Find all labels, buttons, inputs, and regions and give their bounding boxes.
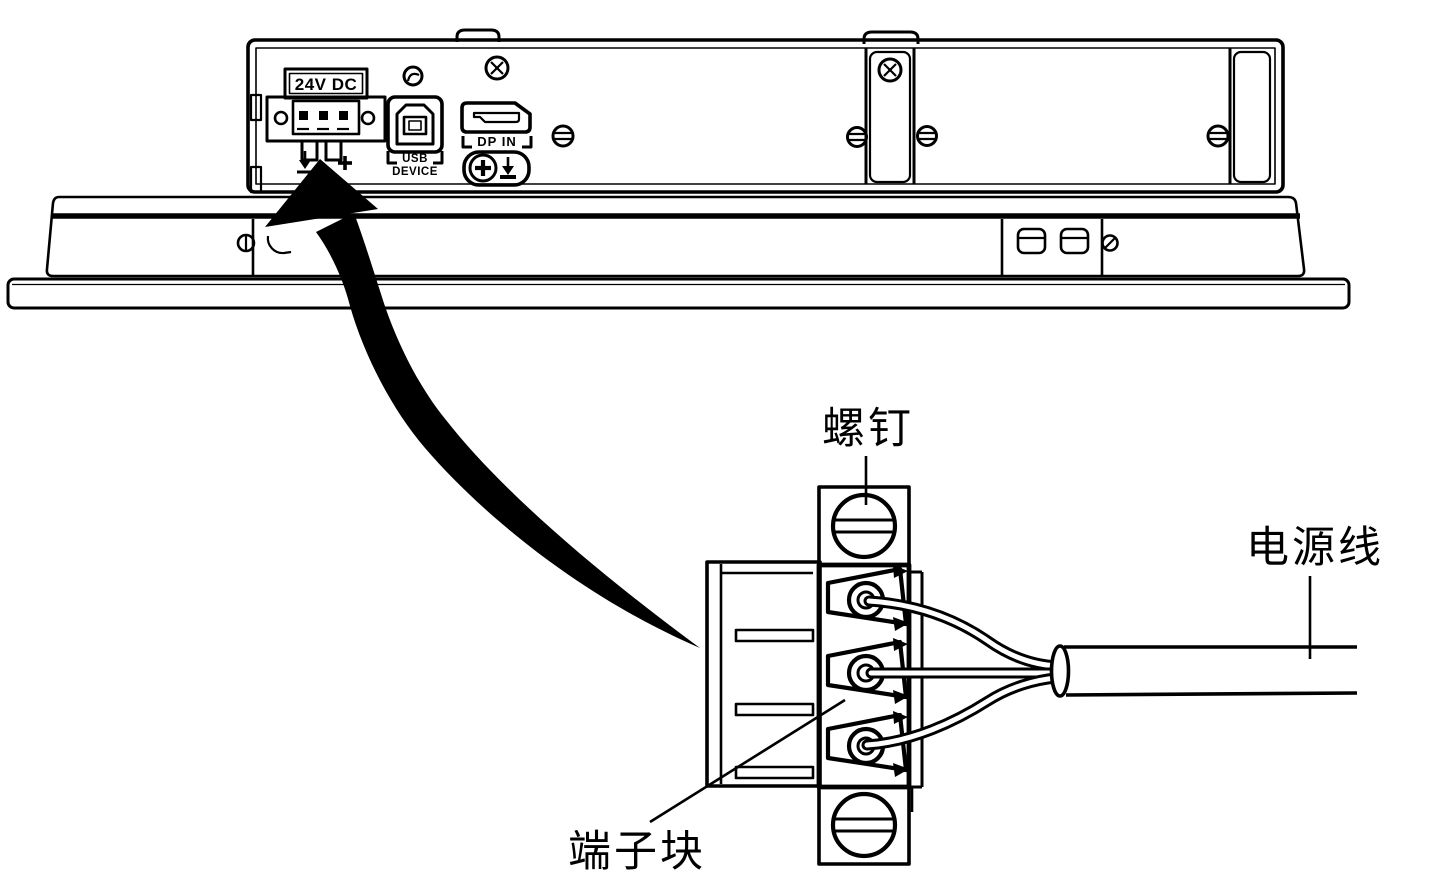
panel-divider-strip (864, 48, 916, 184)
power-cable (1049, 644, 1358, 698)
device-body (45, 195, 1306, 278)
callout-screw: 螺钉 (822, 405, 914, 505)
panel-top-tab-left (455, 28, 501, 42)
terminal-block-detail (705, 485, 1358, 866)
power-port-label: 24V DC (295, 75, 358, 94)
panel-right-divider (1228, 48, 1272, 184)
panel-top-tab-right (862, 30, 920, 44)
dp-port-outline (460, 101, 532, 134)
rear-connector-panel (246, 28, 1285, 194)
screw-label: 螺钉 (822, 405, 914, 453)
bezel-outline (6, 277, 1351, 310)
body-outline (45, 195, 1306, 278)
dp-port-label: DP IN (477, 134, 516, 149)
front-bezel (6, 277, 1351, 310)
terminal-block-leader-line (649, 698, 846, 824)
usb-port-outline (386, 95, 444, 154)
panel-left-lug-top (249, 93, 263, 122)
body-vent-slot (1059, 227, 1090, 255)
usb-port-label-top: USB (402, 153, 428, 165)
ground-screw-badge (462, 150, 531, 187)
panel-left-lug-bottom (249, 165, 263, 194)
panel-inner-border (255, 47, 1276, 185)
label-bracket-right (522, 136, 533, 149)
cross-screw-icon (877, 57, 903, 83)
power-cable-label: 电源线 (1246, 524, 1384, 572)
terminal-block-label: 端子块 (568, 828, 706, 876)
arrow-shaft (316, 213, 700, 648)
body-screw-icon (236, 233, 256, 253)
power-wires (861, 595, 1064, 751)
power-terminal-connector (265, 95, 387, 162)
label-bracket-right (433, 151, 444, 165)
callout-power-cable: 电源线 (1246, 524, 1384, 659)
panel-screw-icon (846, 126, 868, 148)
callout-arrow (265, 159, 700, 648)
terminal-screw-bottom-icon (830, 791, 898, 859)
usb-device-port: USB DEVICE (386, 95, 444, 178)
dp-in-port: DP IN (460, 101, 533, 187)
power-input-group: 24V DC (265, 67, 387, 174)
wire-clamp (825, 711, 909, 777)
cross-screw-icon (484, 55, 510, 81)
callout-terminal-block: 端子块 (568, 698, 846, 876)
arrow-head (265, 159, 378, 227)
panel-screw-icon (916, 125, 938, 147)
small-screw-icon (402, 65, 424, 87)
label-bracket-left (386, 151, 397, 165)
panel-screw-icon (1206, 124, 1230, 148)
body-hook-detail (266, 235, 292, 255)
panel-outline (246, 38, 1285, 194)
usb-port-label-bottom: DEVICE (392, 166, 438, 178)
body-screw-icon (1101, 234, 1119, 252)
panel-screw-icon (551, 124, 575, 148)
label-bracket-left (461, 136, 472, 149)
plus-symbol-icon (338, 156, 352, 170)
body-vent-slot (1016, 227, 1047, 255)
terminal-screw-top-icon (830, 492, 898, 560)
